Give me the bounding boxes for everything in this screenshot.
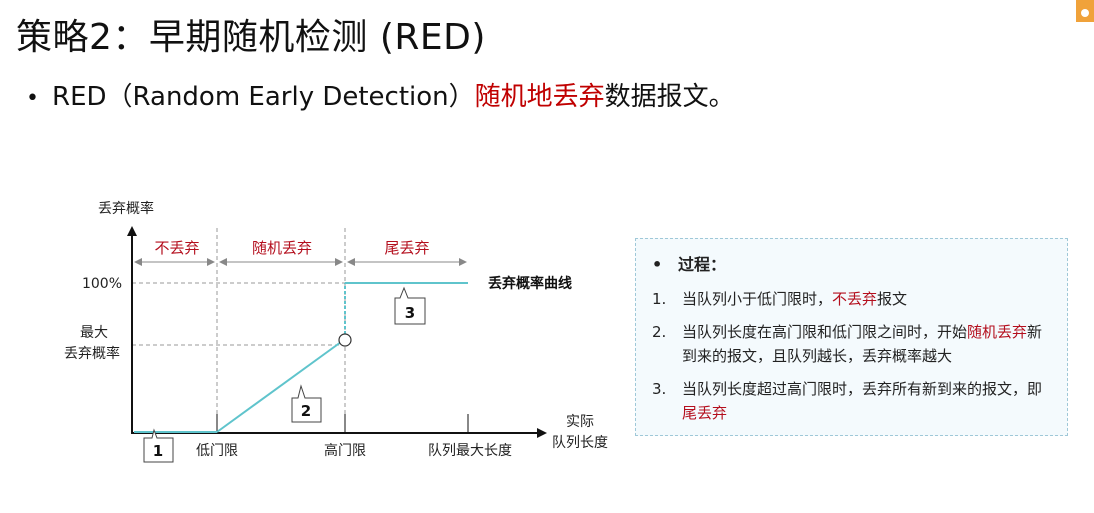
marker-1-label: 1 xyxy=(153,442,163,460)
step-text-highlight: 尾丢弃 xyxy=(682,404,728,422)
zone-label-random: 随机丢弃 xyxy=(252,239,312,257)
x-label-low: 低门限 xyxy=(196,443,238,459)
callout-marker-2: 2 xyxy=(291,384,322,423)
step-text-before: 当队列长度超过高门限时，丢弃所有新到来的报文，即 xyxy=(682,380,1043,398)
callout-marker-3: 3 xyxy=(394,286,426,325)
y-label-max-1: 最大 xyxy=(80,325,108,341)
bullet-dot-icon: • xyxy=(26,86,39,111)
zone-label-no-drop: 不丢弃 xyxy=(154,239,199,257)
process-step: 3. 当队列长度超过高门限时，丢弃所有新到来的报文，即尾丢弃 xyxy=(652,377,1053,425)
y-label-100: 100% xyxy=(82,276,122,292)
marker-2-label: 2 xyxy=(301,402,311,420)
step-text-after: 新到来的报文，且队列越长，丢弃概率越大 xyxy=(682,323,1043,365)
step-text-before: 当队列小于低门限时， xyxy=(682,290,833,308)
step-text-highlight: 不丢弃 xyxy=(832,290,878,308)
marker-3-label: 3 xyxy=(405,304,415,322)
page-title: 策略2：早期随机检测 (RED) xyxy=(16,17,486,58)
corner-logo-icon xyxy=(1076,0,1094,22)
step-number: 1. xyxy=(652,290,667,308)
process-heading: • 过程： xyxy=(652,251,1053,275)
curve-segment-ramp xyxy=(216,341,342,433)
step-text-after: 报文 xyxy=(877,290,908,308)
curve-label: 丢弃概率曲线 xyxy=(488,275,572,292)
process-box: • 过程： 1. 当队列小于低门限时，不丢弃报文 2. 当队列长度在高门限和低门限… xyxy=(635,238,1068,436)
x-label-high: 高门限 xyxy=(324,442,366,459)
process-heading-text: 过程： xyxy=(678,255,727,274)
step-text: 当队列长度超过高门限时，丢弃所有新到来的报文，即尾丢弃 xyxy=(682,377,1053,425)
intro-suffix: 数据报文。 xyxy=(604,82,735,112)
intro-prefix: RED（Random Early Detection） xyxy=(52,82,475,112)
step-text: 当队列长度在高门限和低门限之间时，开始随机丢弃新到来的报文，且队列越长，丢弃概率… xyxy=(682,320,1053,368)
intro-bullet: • RED（Random Early Detection）随机地丢弃数据报文。 xyxy=(26,76,735,113)
step-number: 2. xyxy=(652,323,667,341)
step-number: 3. xyxy=(652,380,667,398)
step-text-highlight: 随机丢弃 xyxy=(967,323,1028,341)
y-label-max-2: 丢弃概率 xyxy=(64,345,120,362)
zone-label-tail: 尾丢弃 xyxy=(384,239,429,257)
x-axis-title-2: 队列长度 xyxy=(552,435,608,451)
x-label-max: 队列最大长度 xyxy=(428,443,512,459)
process-bullet-icon: • xyxy=(652,255,663,274)
curve-open-point xyxy=(338,333,352,347)
step-text-before: 当队列长度在高门限和低门限之间时，开始 xyxy=(682,323,968,341)
step-text: 当队列小于低门限时，不丢弃报文 xyxy=(682,287,1053,311)
x-axis-title-1: 实际 xyxy=(566,414,594,430)
intro-highlight: 随机地丢弃 xyxy=(474,82,605,112)
callout-marker-1: 1 xyxy=(143,428,174,463)
process-step: 2. 当队列长度在高门限和低门限之间时，开始随机丢弃新到来的报文，且队列越长，丢… xyxy=(652,320,1053,368)
y-axis-title: 丢弃概率 xyxy=(98,200,154,217)
process-step: 1. 当队列小于低门限时，不丢弃报文 xyxy=(652,287,1053,311)
